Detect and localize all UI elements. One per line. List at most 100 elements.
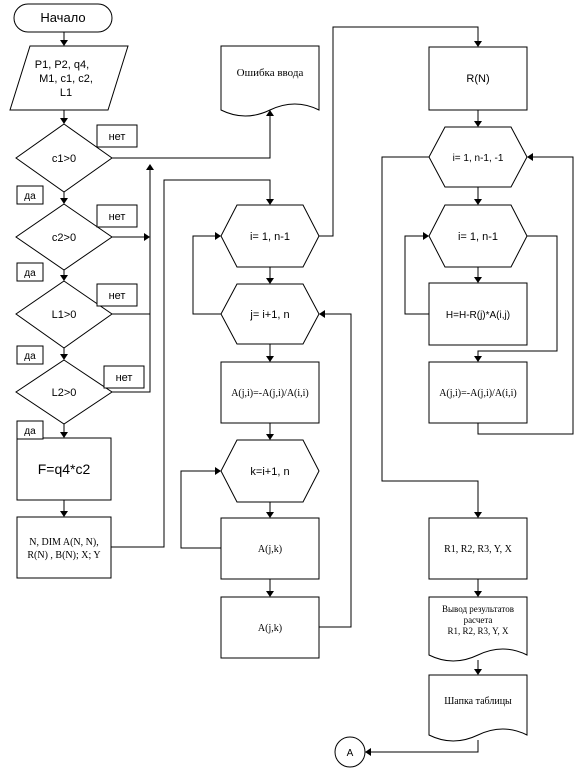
arrowhead: [266, 434, 274, 440]
arrowhead: [215, 232, 221, 240]
no-label-box-c1: [96, 124, 138, 148]
arrowhead: [266, 278, 274, 284]
error-document: [220, 45, 320, 117]
arrowhead: [474, 512, 482, 518]
arrowhead: [266, 110, 274, 116]
edge-loop-i-exit-to-rn: [319, 26, 479, 237]
arrowhead: [365, 748, 371, 756]
h-assign-label: H=H-R(j)*A(i,j): [446, 310, 510, 321]
decision-l2-label: L2>0: [52, 387, 77, 399]
input-parallelogram: [9, 45, 129, 111]
output-label-line2: расчета: [464, 615, 493, 625]
yes-label-c1: да: [24, 191, 36, 202]
arrowhead: [266, 199, 274, 205]
arrowhead: [60, 40, 68, 46]
arrowhead: [474, 199, 482, 205]
arrowhead: [146, 164, 154, 170]
assign-aji2-label: A(j,i)=-A(j,i)/A(i,i): [439, 388, 517, 399]
ajk-box-1: [220, 517, 320, 580]
edge-c1-no-to-error: [112, 116, 271, 159]
edge-header-to-connector: [371, 740, 479, 753]
arrowhead: [60, 118, 68, 124]
arrowhead: [144, 233, 150, 241]
arrowhead: [474, 41, 482, 47]
yes-label-l2: да: [24, 426, 36, 437]
yes-label-box-c1: [16, 185, 44, 205]
arrowhead: [60, 511, 68, 517]
no-label-box-l2: [103, 365, 145, 389]
no-label-c1: нет: [109, 131, 126, 143]
assign-aji2-box: [428, 361, 528, 424]
edge-dim-to-loop-i: [111, 179, 271, 548]
arrowhead: [527, 153, 533, 161]
input-label-line3: L1: [60, 87, 72, 99]
dim-label-line2: R(N) , B(N); X; Y: [27, 550, 100, 561]
yes-label-box-l2: [16, 420, 44, 440]
arrowhead: [60, 354, 68, 360]
edge-loop-back-exit-to-results: [381, 156, 479, 512]
yes-label-box-c2: [16, 262, 44, 282]
ajk-label-2: A(j,k): [258, 623, 282, 634]
edge-loop-i2-exit-to-assign: [477, 235, 558, 356]
arrowhead: [474, 121, 482, 127]
edge-ajk2-back-to-loop-j: [319, 313, 352, 628]
h-assign-box: [428, 282, 528, 346]
decision-l1-label: L1>0: [52, 309, 77, 321]
formula-box: [16, 437, 112, 501]
error-label: Ошибка ввода: [237, 67, 304, 79]
no-label-l2: нет: [116, 372, 133, 384]
header-document: [428, 674, 528, 742]
start-label: Начало: [40, 10, 85, 25]
ajk-label-1: A(j,k): [258, 544, 282, 555]
arrowhead: [60, 275, 68, 281]
loop-back-label: i= 1, n-1, -1: [453, 153, 504, 164]
rn-box: [428, 46, 528, 111]
dim-label-line1: N, DIM A(N, N),: [29, 537, 98, 548]
dim-box: [16, 516, 112, 579]
arrowhead: [266, 356, 274, 362]
decision-c1-label: c1>0: [52, 153, 76, 165]
arrowhead: [60, 198, 68, 204]
edge-ajk1-back-to-loop-k: [180, 470, 221, 549]
arrowhead: [474, 669, 482, 675]
input-label-line2: M1, c1, c2,: [39, 73, 93, 85]
assign-aji-label: A(j,i)=-A(j,i)/A(i,i): [231, 388, 309, 399]
yes-label-l1: да: [24, 351, 36, 362]
output-label-line3: R1, R2, R3, Y, X: [447, 626, 509, 636]
decision-c2-label: c2>0: [52, 232, 76, 244]
arrowhead: [215, 467, 221, 475]
loop-i-label: i= 1, n-1: [250, 231, 290, 243]
connector-a-label: A: [347, 748, 354, 759]
yes-label-box-l1: [16, 345, 44, 365]
assign-aji-box: [220, 361, 320, 424]
arrowhead: [474, 277, 482, 283]
output-label-line1: Вывод результатов: [442, 604, 514, 614]
edge-h-back-to-loop-i2: [404, 235, 429, 315]
edge-loop-j-back-to-loop-i: [192, 235, 221, 315]
arrowhead: [266, 591, 274, 597]
arrowhead: [474, 356, 482, 362]
loop-i2-label: i= 1, n-1: [458, 231, 498, 243]
no-label-l1: нет: [109, 290, 126, 302]
loop-k-label: k=i+1, n: [250, 466, 289, 478]
rn-label: R(N): [466, 73, 489, 85]
start-terminal: [13, 3, 113, 33]
header-label: Шапка таблицы: [444, 696, 512, 707]
no-label-box-l1: [96, 283, 138, 307]
edge-l2-no: [112, 170, 151, 393]
arrowhead: [266, 512, 274, 518]
no-label-c2: нет: [109, 211, 126, 223]
result-vars-label: R1, R2, R3, Y, X: [444, 544, 513, 555]
arrowhead: [474, 591, 482, 597]
output-document: [428, 596, 528, 662]
no-label-box-c2: [96, 204, 138, 228]
arrowhead: [60, 432, 68, 438]
edge-assign2-back-to-loop-back: [477, 156, 574, 435]
input-label-line1: P1, P2, q4,: [35, 59, 89, 71]
formula-label: F=q4*c2: [38, 461, 91, 477]
arrowhead: [319, 310, 325, 318]
loop-j-label: j= i+1, n: [249, 309, 289, 321]
yes-label-c2: да: [24, 268, 36, 279]
arrowhead: [423, 232, 429, 240]
